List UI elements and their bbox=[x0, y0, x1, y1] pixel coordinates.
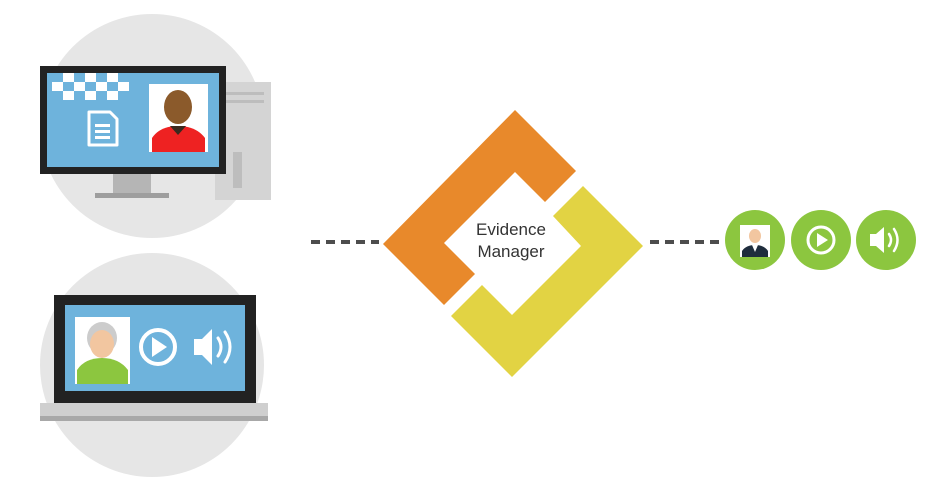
laptop-base bbox=[40, 403, 268, 416]
label-line-2: Manager bbox=[477, 242, 545, 261]
play-circle-icon bbox=[791, 210, 851, 270]
label-line-1: Evidence bbox=[476, 220, 546, 239]
checkered-pattern bbox=[52, 73, 129, 100]
laptop-icon bbox=[40, 253, 268, 477]
monitor-stand-neck bbox=[113, 171, 151, 195]
yellow-chevron bbox=[451, 186, 643, 377]
elderly-person-icon bbox=[75, 317, 130, 384]
evidence-manager-label: Evidence Manager bbox=[436, 219, 586, 263]
evidence-manager-logo bbox=[383, 110, 643, 377]
document-icon bbox=[87, 110, 119, 147]
person-circle-icon bbox=[725, 210, 785, 270]
monitor-stand-base bbox=[95, 193, 169, 198]
speaker-icon bbox=[194, 329, 232, 365]
speaker-circle-icon bbox=[856, 210, 916, 270]
person-photo-icon bbox=[149, 84, 208, 152]
play-icon bbox=[139, 328, 177, 366]
orange-chevron bbox=[383, 110, 576, 305]
desktop-computer-icon bbox=[40, 14, 271, 238]
